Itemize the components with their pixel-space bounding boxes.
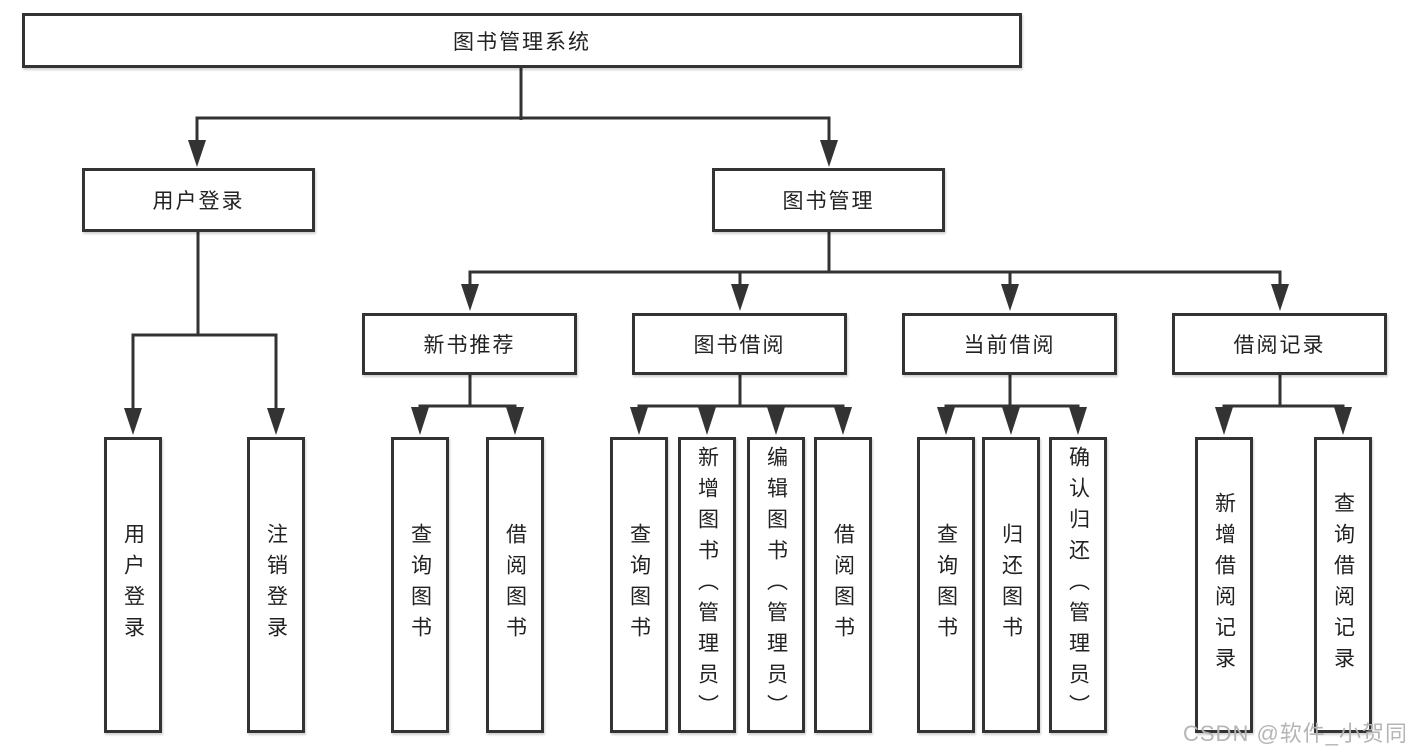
arrowhead-leaf-user-login xyxy=(124,408,142,435)
arrowhead-bb-borrow xyxy=(834,407,852,435)
arrowhead-book-management xyxy=(820,140,838,167)
leaf-bb-add-books-admin: 新增图书（管理员） xyxy=(678,437,736,733)
leaf-label: 用户登录 xyxy=(121,523,145,647)
leaf-user-login: 用户登录 xyxy=(104,437,162,733)
leaf-label: 查询借阅记录 xyxy=(1331,492,1355,678)
leaf-label: 确认归还（管理员） xyxy=(1066,445,1090,725)
node-label: 图书借阅 xyxy=(693,334,786,357)
arrowhead-cb-confirm xyxy=(1069,407,1087,435)
leaf-label: 新增借阅记录 xyxy=(1212,492,1236,678)
arrowhead-cb-query xyxy=(937,407,955,435)
node-user-login: 用户登录 xyxy=(82,168,315,232)
arrowhead-nbr-query xyxy=(411,407,429,435)
leaf-label: 借阅图书 xyxy=(503,523,527,647)
edge-book-management-rail xyxy=(468,270,1282,288)
node-label: 图书管理 xyxy=(782,190,875,213)
leaf-label: 注销登录 xyxy=(264,523,288,647)
arrowhead-cb-return xyxy=(1002,407,1020,435)
arrowhead-bb-edit xyxy=(767,407,785,435)
leaf-br-add-record: 新增借阅记录 xyxy=(1195,437,1253,733)
arrowhead-current-borrow xyxy=(1001,284,1019,311)
node-label: 用户登录 xyxy=(152,190,245,213)
node-borrow-record: 借阅记录 xyxy=(1172,313,1387,375)
arrowhead-bb-add xyxy=(698,407,716,435)
node-label: 新书推荐 xyxy=(423,334,516,357)
leaf-bb-edit-books-admin: 编辑图书（管理员） xyxy=(747,437,805,733)
leaf-nbr-borrow-books: 借阅图书 xyxy=(486,437,544,733)
node-new-book-recommend: 新书推荐 xyxy=(362,313,577,375)
edge-br-rail xyxy=(1222,404,1345,410)
arrowhead-nbr-borrow xyxy=(506,407,524,435)
arrowhead-leaf-logout xyxy=(267,408,285,435)
edge-root-rail xyxy=(195,116,831,142)
arrowhead-borrow-record xyxy=(1271,284,1289,311)
leaf-nbr-query-books: 查询图书 xyxy=(391,437,449,733)
leaf-label: 新增图书（管理员） xyxy=(695,445,719,725)
node-current-borrow: 当前借阅 xyxy=(902,313,1117,375)
edge-user-login-rail xyxy=(131,333,278,410)
csdn-watermark: CSDN @软件_小贺同学 xyxy=(1183,721,1405,746)
arrowhead-user-login xyxy=(188,140,206,167)
leaf-logout: 注销登录 xyxy=(247,437,305,733)
leaf-cb-query-books: 查询图书 xyxy=(917,437,975,733)
leaf-label: 查询图书 xyxy=(934,523,958,647)
leaf-label: 借阅图书 xyxy=(831,523,855,647)
leaf-label: 归还图书 xyxy=(999,523,1023,647)
node-book-borrow: 图书借阅 xyxy=(632,313,847,375)
node-label: 借阅记录 xyxy=(1233,334,1326,357)
leaf-cb-confirm-return-admin: 确认归还（管理员） xyxy=(1049,437,1107,733)
leaf-label: 查询图书 xyxy=(408,523,432,647)
leaf-bb-query-books: 查询图书 xyxy=(610,437,668,733)
arrowhead-new-book-recommend xyxy=(461,284,479,311)
arrowhead-bb-query xyxy=(630,407,648,435)
arrowhead-br-add xyxy=(1215,407,1233,435)
arrowhead-book-borrow xyxy=(731,284,749,311)
arrowhead-br-query xyxy=(1334,407,1352,435)
leaf-bb-borrow-books: 借阅图书 xyxy=(814,437,872,733)
node-book-management: 图书管理 xyxy=(712,168,945,232)
node-label: 当前借阅 xyxy=(963,334,1056,357)
leaf-label: 查询图书 xyxy=(627,523,651,647)
edge-bb-rail xyxy=(637,404,845,410)
node-library-management-system: 图书管理系统 xyxy=(22,13,1022,68)
leaf-label: 编辑图书（管理员） xyxy=(764,445,788,725)
leaf-br-query-record: 查询借阅记录 xyxy=(1314,437,1372,733)
edge-nbr-rail xyxy=(418,404,517,410)
node-label: 图书管理系统 xyxy=(453,30,591,54)
leaf-cb-return-books: 归还图书 xyxy=(982,437,1040,733)
